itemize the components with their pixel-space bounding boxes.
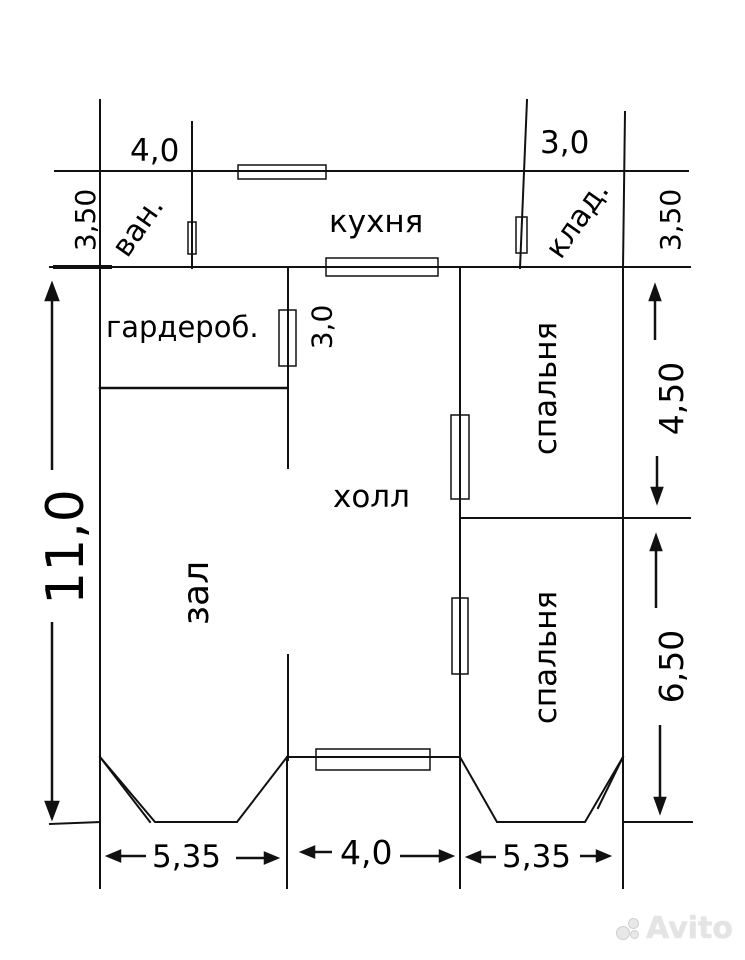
room-label-kitchen: кухня	[329, 204, 424, 240]
arrowhead-down	[44, 800, 60, 822]
arrowhead-up-bt	[648, 282, 662, 302]
door-kitchen	[325, 257, 439, 277]
bay-window-left-diag	[98, 755, 152, 824]
room-label-wardrobe: гардероб.	[106, 310, 259, 344]
dim-label-bottom-left-width: 5,35	[152, 839, 222, 875]
door-entrance	[315, 748, 431, 771]
door-bedroom-top	[450, 414, 470, 500]
avito-watermark-text: Avito	[646, 911, 733, 946]
door-pantry	[515, 216, 528, 254]
pantry-wall	[518, 98, 529, 270]
avito-logo-icon	[616, 917, 642, 940]
dim-label-top-left-width: 4,0	[130, 133, 180, 169]
arrowhead-left-br	[464, 850, 482, 864]
dim-label-right-strip-height: 3,50	[654, 188, 688, 252]
dim-label-top-right-width: 3,0	[540, 125, 590, 161]
dim-label-left-strip-height: 3,50	[69, 188, 103, 252]
dim-label-total-height: 11,0	[35, 489, 96, 605]
window-kitchen-top	[237, 164, 327, 180]
dim-label-bottom-right-width: 5,35	[502, 839, 572, 875]
arrowhead-right-bc	[438, 849, 456, 863]
bottom-reference-line	[48, 820, 102, 826]
avito-watermark: Avito	[616, 911, 733, 946]
arrowhead-right-br	[595, 849, 613, 863]
door-wardrobe	[278, 309, 297, 367]
door-bath	[187, 221, 197, 255]
arrowhead-up-bb	[649, 532, 663, 552]
arrowhead-left-bc	[298, 845, 316, 859]
arrowhead-down-bt	[650, 486, 664, 506]
bay-window-right	[458, 755, 625, 823]
room-label-living: зал	[176, 560, 218, 626]
bay-window-left	[98, 755, 289, 823]
room-label-bedroom-top: спальня	[528, 321, 565, 456]
arrowhead-up	[44, 280, 60, 302]
door-bedroom-bottom	[451, 597, 469, 675]
arrowhead-down-bb	[653, 796, 667, 816]
dim-label-bottom-center-width: 4,0	[340, 833, 393, 872]
arrowhead-left-bl	[104, 849, 122, 863]
dim-tick-top-right	[621, 110, 627, 270]
dim-label-bedroom-top-height: 4,50	[652, 361, 692, 436]
arrowhead-right-bl	[263, 851, 281, 865]
room-label-bedroom-bottom: спальня	[528, 590, 565, 725]
dim-label-bedroom-bottom-height: 6,50	[652, 629, 692, 704]
dim-label-wardrobe-width: 3,0	[305, 304, 339, 350]
room-label-hall: холл	[333, 479, 410, 515]
bay-window-right-diag	[596, 755, 625, 810]
